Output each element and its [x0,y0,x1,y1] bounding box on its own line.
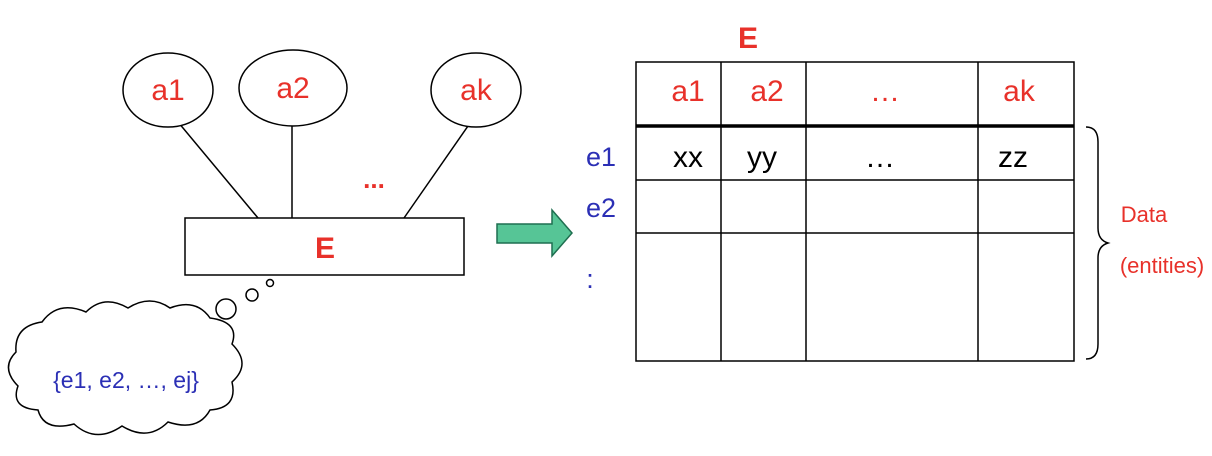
thought-bubble-small [265,278,275,288]
table-header-ak: ak [1003,75,1036,108]
brace-label-entities: (entities) [1120,253,1204,278]
table-title: E [738,22,758,55]
table-cell-zz: zz [998,141,1028,174]
data-brace [1085,126,1111,360]
attribute-label-a1: a1 [151,74,184,107]
table-cell-xx: xx [673,141,703,174]
brace-label-data: Data [1121,202,1168,227]
attribute-connector-ak [403,125,469,219]
table-header-ellipsis: … [870,75,900,108]
thought-bubble-large [215,298,237,320]
instances-set: {e1, e2, …, ej} [53,367,199,393]
relation-table: E a1 a2 … ak xx yy … zz e1 e2 : Data (en… [586,22,1204,362]
attribute-ellipse-a1 [122,52,214,128]
table-cell-ellipsis: … [865,141,895,174]
thought-bubble-medium [245,288,259,302]
attribute-label-a2: a2 [276,72,309,105]
attribute-ellipse-ak [430,52,522,128]
attribute-ellipse-a2 [238,49,348,127]
table-border [635,61,1075,362]
table-header-a2: a2 [750,75,783,108]
table-header-a1: a1 [671,75,704,108]
transform-arrow [496,207,573,259]
more-attributes-ellipsis: ... [363,164,385,194]
attribute-label-ak: ak [460,74,493,107]
row-label-e1: e1 [586,142,616,172]
entity-label: E [315,232,335,265]
row-label-e2: e2 [586,193,616,223]
entity-box [184,217,465,276]
er-diagram: a1 a2 ak ... E {e1, e2, …, ej} [7,49,522,436]
attribute-connector-a1 [177,121,259,219]
row-label-more: : [586,264,594,294]
table-cell-yy: yy [747,141,777,174]
instances-cloud [7,300,243,436]
